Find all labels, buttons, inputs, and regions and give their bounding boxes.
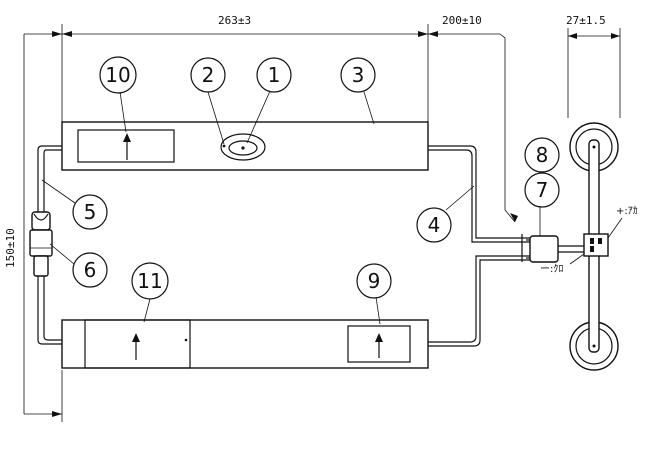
terminal-block bbox=[583, 233, 609, 257]
callout-9 bbox=[356, 263, 392, 299]
callout-10-label: 10 bbox=[105, 63, 130, 87]
negative-terminal-label: ー:ｸﾛ bbox=[540, 263, 563, 275]
top-panel bbox=[61, 121, 429, 171]
side-dimension-label: 27±1.5 bbox=[566, 14, 606, 27]
callout-7 bbox=[524, 172, 560, 208]
callout-8-label: 8 bbox=[536, 143, 549, 167]
callout-8 bbox=[524, 137, 560, 173]
bottom-panel bbox=[61, 319, 429, 369]
callout-7-label: 7 bbox=[536, 178, 549, 202]
callout-11 bbox=[131, 262, 169, 300]
callout-10 bbox=[99, 56, 137, 94]
callout-1-label: 1 bbox=[268, 63, 281, 87]
callout-4 bbox=[416, 207, 452, 243]
dimension-offset: 200±10 bbox=[428, 14, 518, 223]
width-dimension-label: 263±3 bbox=[218, 14, 251, 27]
sensor-inner bbox=[228, 140, 258, 156]
dimension-width: 263±3 bbox=[61, 14, 429, 122]
bottom-left-section bbox=[84, 319, 191, 369]
callout-4-label: 4 bbox=[428, 213, 441, 237]
callout-3 bbox=[340, 57, 376, 93]
callout-11-label: 11 bbox=[137, 269, 162, 293]
callout-2 bbox=[190, 57, 226, 93]
callout-5-label: 5 bbox=[84, 200, 97, 224]
callout-2-label: 2 bbox=[202, 63, 215, 87]
offset-dimension-label: 200±10 bbox=[442, 14, 482, 27]
callout-5 bbox=[72, 194, 108, 230]
callout-1 bbox=[256, 57, 292, 93]
connector bbox=[521, 234, 584, 263]
bottom-indicator-window bbox=[347, 325, 411, 363]
positive-terminal-label: +:ｱｶ bbox=[616, 205, 638, 217]
callout-6 bbox=[72, 252, 108, 288]
dimension-side: 27±1.5 bbox=[566, 14, 621, 118]
fuse-holder bbox=[29, 211, 53, 277]
callout-9-label: 9 bbox=[368, 269, 381, 293]
wiring bbox=[37, 145, 530, 347]
sensor-unit bbox=[569, 122, 623, 371]
dimension-height: 150±10 bbox=[4, 31, 63, 422]
height-dimension-label: 150±10 bbox=[4, 228, 17, 268]
callout-6-label: 6 bbox=[84, 258, 97, 282]
sensor-outer bbox=[220, 133, 266, 161]
callout-3-label: 3 bbox=[352, 63, 365, 87]
